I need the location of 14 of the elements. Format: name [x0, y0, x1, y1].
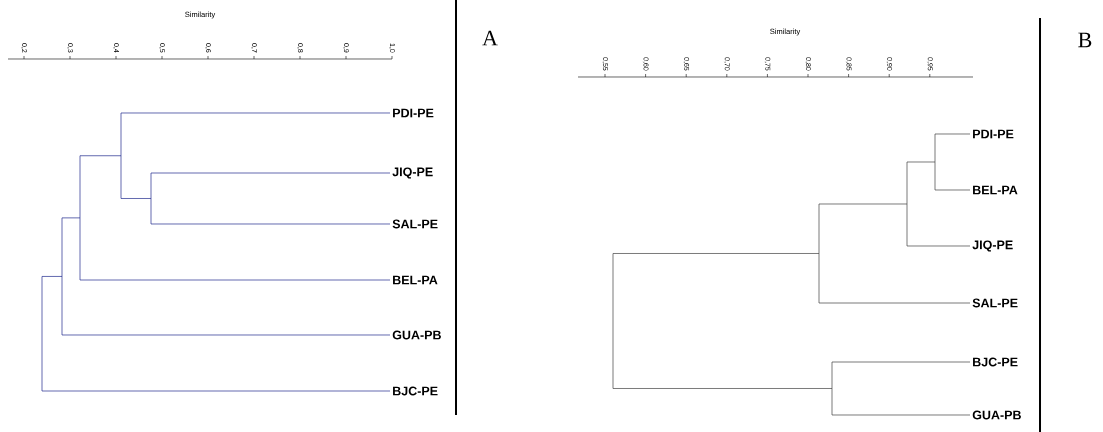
leaf-label: GUA-PB [972, 410, 1021, 420]
leaf-label: BEL-PA [393, 275, 438, 285]
leaf-label: PDI-PE [973, 129, 1014, 139]
leaf-label: JIQ-PE [972, 240, 1013, 252]
panel-letter: B [1078, 32, 1092, 48]
leaf-label: GUA-PB [392, 330, 441, 340]
leaf-label: SAL-PE [972, 298, 1018, 308]
leaf-label: BJC-PE [973, 357, 1018, 367]
leaf-label: JIQ-PE [392, 167, 433, 179]
leaf-label: BEL-PA [973, 185, 1018, 195]
leaf-label: BJC-PE [393, 386, 438, 396]
leaf-label: SAL-PE [392, 219, 438, 229]
panel-letter: A [482, 30, 498, 46]
leaf-label: PDI-PE [393, 108, 434, 118]
